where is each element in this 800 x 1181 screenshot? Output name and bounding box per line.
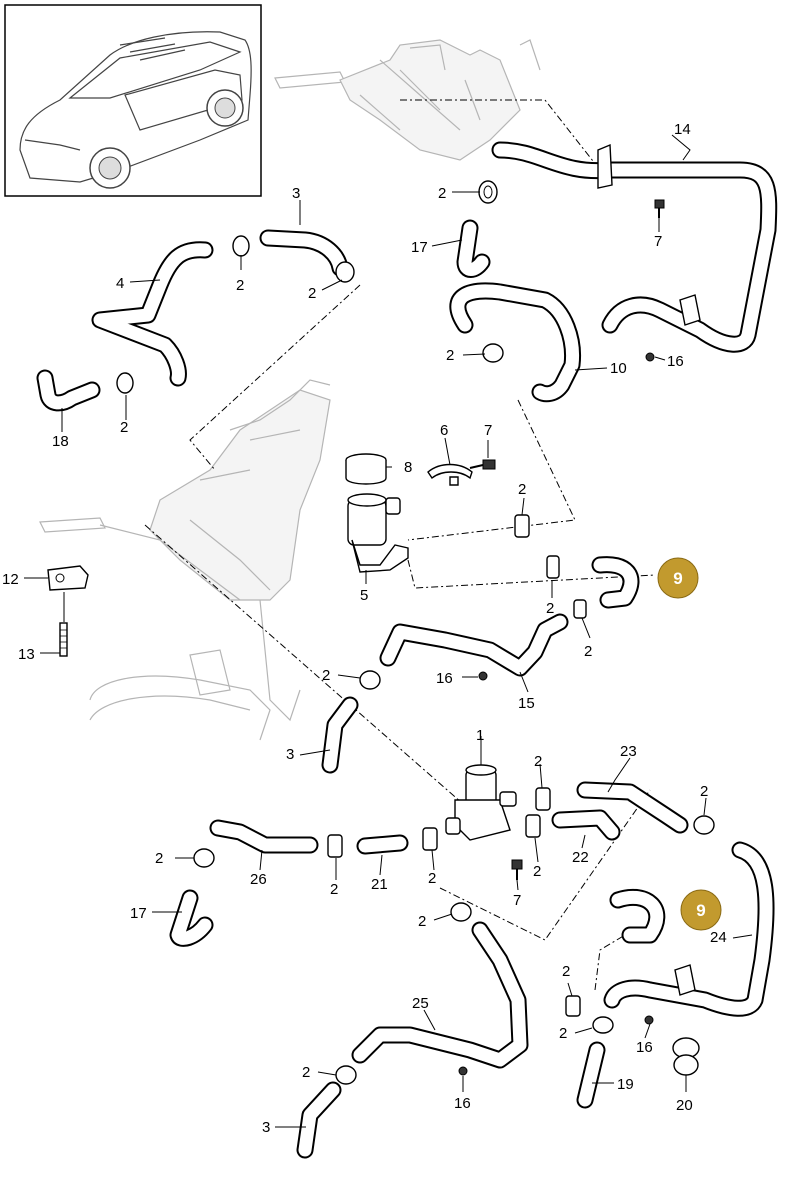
clamp xyxy=(693,815,715,835)
nut xyxy=(644,1015,654,1025)
label-16: 16 xyxy=(454,1095,471,1112)
label-25: 25 xyxy=(412,995,429,1012)
clamp xyxy=(116,372,134,394)
badge-9-text: 9 xyxy=(696,901,705,920)
label-1: 1 xyxy=(476,727,484,744)
badge-9-lower[interactable]: 9 xyxy=(680,889,722,931)
clamp xyxy=(335,261,355,283)
clamp xyxy=(335,1065,357,1085)
nut xyxy=(478,671,488,681)
label-2: 2 xyxy=(418,913,426,930)
clamp xyxy=(565,995,581,1017)
components xyxy=(47,143,715,1085)
mounting-bracket xyxy=(47,565,89,591)
label-2: 2 xyxy=(302,1064,310,1081)
badge-9-text: 9 xyxy=(673,569,682,588)
hose-clip xyxy=(672,1037,700,1076)
bracket xyxy=(597,143,613,189)
label-2: 2 xyxy=(438,185,446,202)
label-19: 19 xyxy=(617,1076,634,1093)
sealing-ring xyxy=(345,453,387,485)
label-21: 21 xyxy=(371,876,388,893)
label-18: 18 xyxy=(52,433,69,450)
clamp xyxy=(359,670,381,690)
leader-lines xyxy=(24,134,753,1128)
label-10: 10 xyxy=(610,360,627,377)
label-2: 2 xyxy=(155,850,163,867)
label-22: 22 xyxy=(572,849,589,866)
car-thumbnail xyxy=(4,4,262,197)
label-2: 2 xyxy=(562,963,570,980)
label-16: 16 xyxy=(667,353,684,370)
label-3: 3 xyxy=(292,185,300,202)
label-2: 2 xyxy=(428,870,436,887)
part-labels: 14 7 2 17 3 4 2 2 2 10 16 18 2 6 7 8 2 1… xyxy=(2,121,727,1136)
label-4: 4 xyxy=(116,275,124,292)
label-7: 7 xyxy=(484,422,492,439)
label-2: 2 xyxy=(322,667,330,684)
label-2: 2 xyxy=(518,481,526,498)
label-3: 3 xyxy=(262,1119,270,1136)
label-7: 7 xyxy=(513,892,521,909)
clamp xyxy=(482,343,504,363)
bolt xyxy=(469,459,496,470)
label-6: 6 xyxy=(440,422,448,439)
water-pump xyxy=(347,493,409,573)
clamp xyxy=(535,787,551,811)
label-2: 2 xyxy=(559,1025,567,1042)
label-17: 17 xyxy=(130,905,147,922)
label-7: 7 xyxy=(654,233,662,250)
label-5: 5 xyxy=(360,587,368,604)
clamp xyxy=(193,848,215,868)
bracket xyxy=(674,964,696,996)
label-16: 16 xyxy=(636,1039,653,1056)
retaining-strap xyxy=(427,463,473,486)
label-2: 2 xyxy=(534,753,542,770)
label-2: 2 xyxy=(236,277,244,294)
bolt xyxy=(511,859,523,880)
connection-lines xyxy=(144,99,656,991)
bolt xyxy=(654,199,665,218)
clamp xyxy=(232,235,250,257)
label-2: 2 xyxy=(446,347,454,364)
bracket xyxy=(679,294,701,326)
clamp xyxy=(573,599,587,619)
clamp xyxy=(422,827,438,851)
clamp xyxy=(327,834,343,858)
label-2: 2 xyxy=(584,643,592,660)
engine-ghost-middle xyxy=(39,379,331,741)
clamp xyxy=(525,814,541,838)
long-bolt xyxy=(59,622,68,657)
label-23: 23 xyxy=(620,743,637,760)
control-valve xyxy=(445,764,517,841)
label-2: 2 xyxy=(700,783,708,800)
label-12: 12 xyxy=(2,571,19,588)
label-3: 3 xyxy=(286,746,294,763)
label-2: 2 xyxy=(308,285,316,302)
clamp xyxy=(514,514,530,538)
clamp xyxy=(450,902,472,922)
label-2: 2 xyxy=(546,600,554,617)
label-2: 2 xyxy=(533,863,541,880)
label-13: 13 xyxy=(18,646,35,663)
clamp xyxy=(478,180,498,204)
clamp xyxy=(546,555,560,579)
label-2: 2 xyxy=(330,881,338,898)
hoses xyxy=(36,141,778,1159)
label-17: 17 xyxy=(411,239,428,256)
nut xyxy=(458,1066,468,1076)
label-16: 16 xyxy=(436,670,453,687)
label-15: 15 xyxy=(518,695,535,712)
label-8: 8 xyxy=(404,459,412,476)
label-24: 24 xyxy=(710,929,727,946)
label-14: 14 xyxy=(674,121,691,138)
label-20: 20 xyxy=(676,1097,693,1114)
label-2: 2 xyxy=(120,419,128,436)
badge-9-upper[interactable]: 9 xyxy=(657,557,699,599)
clamp xyxy=(592,1016,614,1034)
nut xyxy=(645,352,655,362)
label-26: 26 xyxy=(250,871,267,888)
